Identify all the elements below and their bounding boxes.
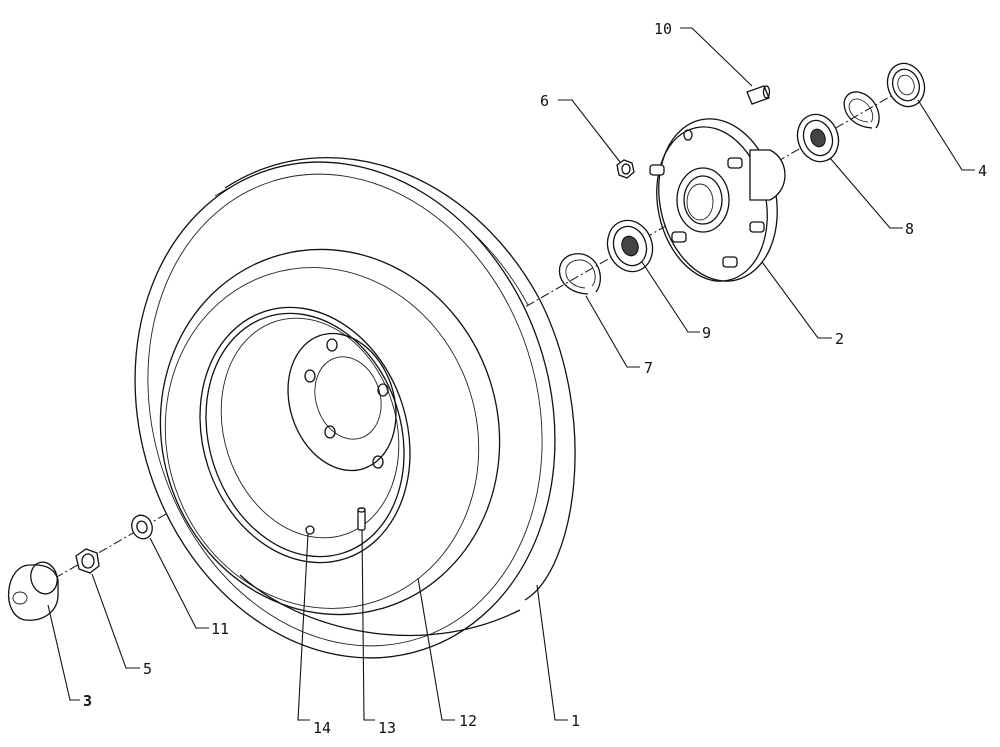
callout-6: 6: [540, 92, 549, 110]
hub-cap: [7, 561, 59, 621]
callout-1: 1: [571, 712, 580, 730]
seal: [886, 62, 926, 108]
callout-8: 8: [905, 220, 914, 238]
bearing-outer: [796, 113, 840, 163]
pin: [746, 85, 771, 105]
rim: [199, 306, 411, 564]
valve-stem: [357, 507, 366, 531]
leader-lines: [47, 27, 975, 721]
callout-10: 10: [654, 20, 672, 38]
nut-small: [616, 159, 635, 179]
callout-12: 12: [459, 712, 477, 730]
hub: [649, 118, 786, 282]
circlip-outer: [843, 91, 880, 129]
callout-labels: 1 2 3 4 5 6 7 8 9 10 11 12 13 14: [83, 20, 987, 737]
washer: [131, 514, 153, 540]
callout-3: 3: [83, 692, 92, 710]
callout-7: 7: [644, 359, 653, 377]
callout-11: 11: [211, 620, 229, 638]
callout-14: 14: [313, 719, 331, 737]
callout-2: 2: [835, 330, 844, 348]
callout-13: 13: [378, 719, 396, 737]
callout-4: 4: [978, 162, 987, 180]
balance-weight: [305, 525, 315, 535]
bearing-inner: [606, 219, 654, 273]
callout-9: 9: [702, 324, 711, 342]
callout-5: 5: [143, 660, 152, 678]
axle-nut: [75, 548, 100, 574]
circlip-inner: [558, 253, 601, 295]
